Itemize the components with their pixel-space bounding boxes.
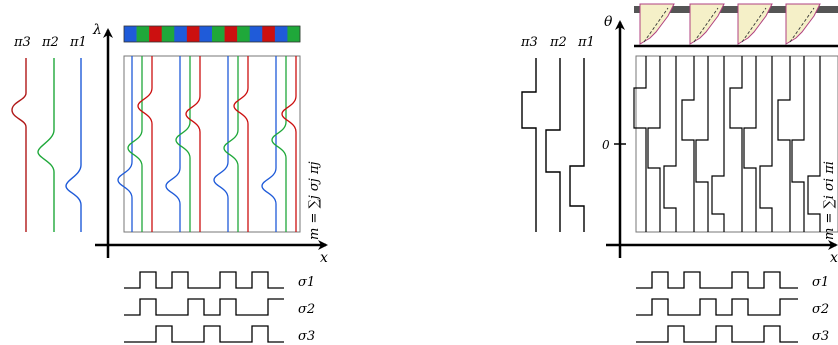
stripe-cell bbox=[237, 26, 251, 42]
combined-profile-line bbox=[175, 56, 191, 232]
stripe-cell bbox=[149, 26, 163, 42]
cone-cell-diagonal bbox=[789, 7, 815, 43]
stripe-cell bbox=[212, 26, 225, 42]
right-side-label: m = ∑i σi πi bbox=[822, 161, 837, 240]
combined-profile-line bbox=[281, 56, 297, 232]
profile-pi3 bbox=[11, 58, 27, 232]
combined-profile-line bbox=[271, 56, 287, 232]
combined-profile-line bbox=[233, 56, 249, 232]
stripe-cell bbox=[124, 26, 137, 42]
stripe-cell bbox=[249, 26, 263, 42]
left-content-box bbox=[123, 55, 301, 233]
combined-step-line bbox=[759, 56, 773, 232]
step-pi2 bbox=[545, 58, 561, 232]
left-sigma3-label: σ3 bbox=[298, 329, 315, 344]
combined-step-line bbox=[743, 56, 757, 232]
combined-profile-line bbox=[261, 56, 277, 232]
combined-profile-line bbox=[127, 56, 143, 232]
right-top-bar bbox=[634, 6, 838, 13]
right-label-pi1: π1 bbox=[577, 35, 595, 50]
left-x-axis-label: x bbox=[320, 250, 328, 266]
combined-profile-line bbox=[117, 56, 133, 232]
left-side-label: m = ∑j σj πj bbox=[307, 161, 322, 240]
sigma1-wave-left bbox=[124, 271, 284, 289]
sigma3-wave-right bbox=[636, 325, 798, 343]
cone-cell-diagonal bbox=[741, 7, 767, 43]
left-panel: π3 π2 π1 λ x m = ∑j σj πj σ1 σ2 σ3 bbox=[11, 22, 328, 344]
combined-step-line bbox=[681, 56, 695, 232]
right-x-axis-label: x bbox=[830, 250, 838, 266]
left-label-pi3: π3 bbox=[13, 35, 31, 50]
stripe-cell bbox=[262, 26, 276, 42]
profile-pi1 bbox=[65, 58, 82, 232]
combined-step-line bbox=[777, 56, 791, 232]
stripe-cell bbox=[199, 26, 213, 42]
left-label-pi1: π1 bbox=[69, 35, 87, 50]
right-sigma2-label: σ2 bbox=[812, 302, 829, 317]
right-label-pi2: π2 bbox=[549, 35, 567, 50]
stripe-cell bbox=[161, 26, 175, 42]
profile-pi2 bbox=[37, 58, 55, 232]
combined-step-line bbox=[729, 56, 743, 232]
stripe-cell bbox=[186, 26, 200, 42]
combined-profile-line bbox=[137, 56, 153, 232]
right-content-box bbox=[635, 55, 838, 233]
stripe-cell bbox=[136, 26, 150, 42]
right-sigma-waveforms bbox=[636, 271, 798, 343]
left-sigma1-label: σ1 bbox=[298, 275, 315, 290]
left-combined-profiles bbox=[117, 56, 297, 232]
right-sigma3-label: σ3 bbox=[812, 329, 829, 344]
sigma3-wave-left bbox=[124, 325, 284, 343]
sigma2-wave-right bbox=[636, 298, 798, 316]
right-y-axis-label: θ bbox=[604, 14, 613, 30]
combined-step-line bbox=[647, 56, 661, 232]
left-y-axis-label: λ bbox=[92, 22, 102, 38]
right-sigma1-label: σ1 bbox=[812, 275, 829, 290]
right-y-tick-label: 0 bbox=[602, 138, 610, 152]
stripe-cell bbox=[274, 26, 288, 42]
left-standalone-profiles bbox=[11, 58, 82, 232]
combined-step-line bbox=[663, 56, 677, 232]
combined-profile-line bbox=[213, 56, 229, 232]
right-cone-cells bbox=[639, 3, 821, 45]
stripe-cell bbox=[224, 26, 238, 42]
step-pi3 bbox=[521, 58, 537, 232]
cone-cell-diagonal bbox=[643, 7, 669, 43]
stripe-cell bbox=[174, 26, 188, 42]
right-combined-steps bbox=[633, 56, 821, 232]
left-sigma2-label: σ2 bbox=[298, 302, 315, 317]
step-pi1 bbox=[569, 58, 585, 232]
combined-step-line bbox=[791, 56, 805, 232]
combined-step-line bbox=[807, 56, 821, 232]
combined-step-line bbox=[711, 56, 725, 232]
right-standalone-profiles bbox=[521, 58, 585, 232]
combined-profile-line bbox=[185, 56, 201, 232]
left-sigma-waveforms bbox=[124, 271, 284, 343]
combined-step-line bbox=[695, 56, 709, 232]
sigma1-wave-right bbox=[636, 271, 798, 289]
stripe-cell bbox=[287, 26, 301, 42]
combined-profile-line bbox=[223, 56, 239, 232]
cone-cell-diagonal bbox=[693, 7, 719, 43]
left-color-stripe bbox=[123, 25, 301, 43]
combined-profile-line bbox=[165, 56, 181, 232]
stripe-border bbox=[123, 25, 301, 43]
sigma2-wave-left bbox=[124, 298, 284, 316]
right-panel: π3 π2 π1 θ x 0 m = ∑i σi πi σ1 bbox=[520, 3, 838, 344]
combined-step-line bbox=[633, 56, 647, 232]
right-label-pi3: π3 bbox=[520, 35, 538, 50]
left-label-pi2: π2 bbox=[41, 35, 59, 50]
